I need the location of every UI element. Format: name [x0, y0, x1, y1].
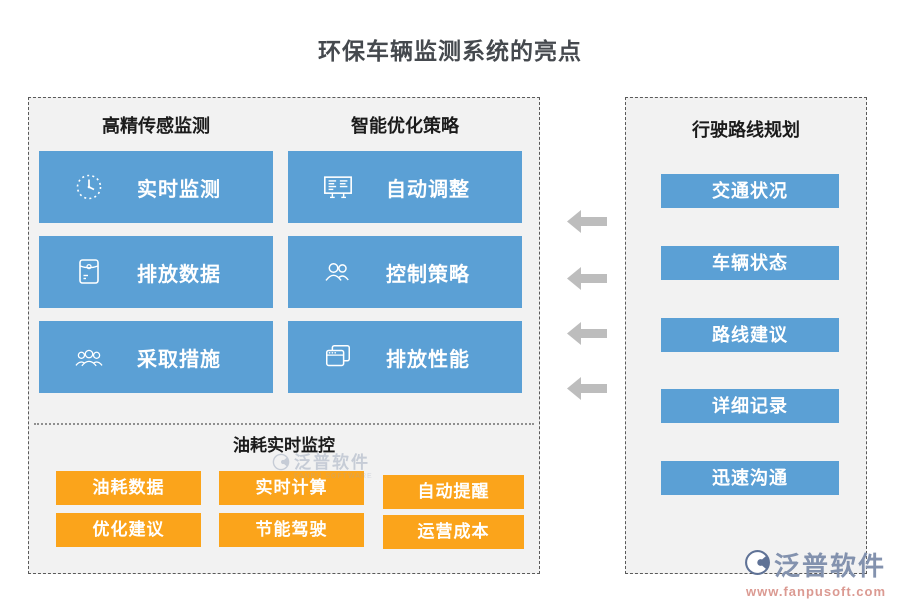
column-header-optimization-strategy: 智能优化策略 [351, 116, 459, 136]
fuel-button-eco-driving: 节能驾驶 [219, 513, 364, 547]
tile-auto-adjust: 自动调整 [288, 151, 522, 223]
tile-emission-data: 排放数据 [39, 236, 273, 308]
fuel-button-optimize-advice: 优化建议 [56, 513, 201, 547]
section-divider [34, 423, 534, 425]
fuel-button-auto-reminder: 自动提醒 [383, 475, 524, 509]
signboard-icon [322, 171, 354, 203]
fuel-button-realtime-calc: 实时计算 [219, 471, 364, 505]
stacked-windows-icon [322, 341, 354, 373]
envelope-icon [73, 256, 105, 288]
people-group-icon [73, 341, 105, 373]
monitoring-panel: 高精传感监测 智能优化策略 实时监测 [28, 97, 540, 574]
route-button-vehicle-status: 车辆状态 [661, 246, 839, 280]
watermark-logo-icon [272, 453, 290, 476]
column-header-sensor-monitoring: 高精传感监测 [102, 116, 210, 136]
tile-label: 控制策略 [386, 263, 470, 286]
brand-name: 泛普软件 [774, 551, 887, 581]
fuel-button-operating-cost: 运营成本 [383, 515, 524, 549]
route-button-detailed-records: 详细记录 [661, 389, 839, 423]
route-panel-header: 行驶路线规划 [692, 120, 800, 140]
tile-label: 排放性能 [386, 348, 470, 371]
tile-control-strategy: 控制策略 [288, 236, 522, 308]
tile-label: 实时监测 [137, 178, 221, 201]
route-button-traffic-status: 交通状况 [661, 174, 839, 208]
page-title: 环保车辆监测系统的亮点 [318, 38, 582, 64]
left-arrow-icon [567, 209, 607, 234]
brand-logo-icon [744, 549, 771, 581]
fuel-section-header: 油耗实时监控 [233, 436, 335, 455]
left-arrow-icon [567, 376, 607, 401]
tile-label: 自动调整 [386, 178, 470, 201]
route-planning-panel: 行驶路线规划 交通状况 车辆状态 路线建议 详细记录 迅速沟通 [625, 97, 867, 574]
tile-realtime-monitoring: 实时监测 [39, 151, 273, 223]
brand-url: www.fanpusoft.com [746, 584, 887, 599]
watermark-brand: 泛普软件 [294, 453, 370, 472]
watermark: 泛普软件 FANPU SOFTWARE [272, 448, 373, 480]
left-arrow-icon [567, 321, 607, 346]
tile-label: 排放数据 [137, 263, 221, 286]
route-button-route-advice: 路线建议 [661, 318, 839, 352]
left-arrow-icon [567, 266, 607, 291]
tile-label: 采取措施 [137, 348, 221, 371]
tile-emission-performance: 排放性能 [288, 321, 522, 393]
route-button-quick-communication: 迅速沟通 [661, 461, 839, 495]
two-people-icon [322, 256, 354, 288]
clock-icon [73, 171, 105, 203]
tile-take-measures: 采取措施 [39, 321, 273, 393]
fuel-button-fuel-data: 油耗数据 [56, 471, 201, 505]
brand-logo: 泛普软件 www.fanpusoft.com [744, 546, 886, 599]
watermark-brand-en: FANPU SOFTWARE [294, 473, 373, 480]
